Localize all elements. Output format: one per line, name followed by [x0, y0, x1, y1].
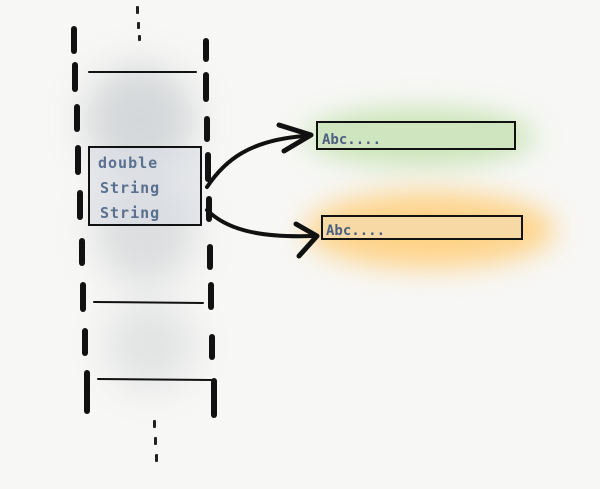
stack-frame: double String String [88, 146, 202, 226]
stack-bottom-ellipsis [153, 420, 158, 462]
heap-object-1: Abc.... [316, 121, 516, 150]
stack-left-wall [71, 26, 90, 414]
heap-object-2: Abc.... [321, 215, 523, 240]
frame-field-2: String [100, 179, 160, 197]
heap-object-2-label: Abc.... [326, 223, 385, 239]
stack-shading [85, 65, 195, 390]
heap-object-1-label: Abc.... [322, 132, 381, 148]
reference-arrow-1 [205, 122, 314, 189]
reference-arrow-2 [205, 208, 320, 259]
stack-top-ellipsis [136, 6, 141, 41]
stack-right-wall [203, 38, 217, 418]
frame-field-1: double [98, 154, 158, 172]
stack-frame-dividers [88, 71, 212, 381]
frame-field-3: String [100, 204, 160, 222]
